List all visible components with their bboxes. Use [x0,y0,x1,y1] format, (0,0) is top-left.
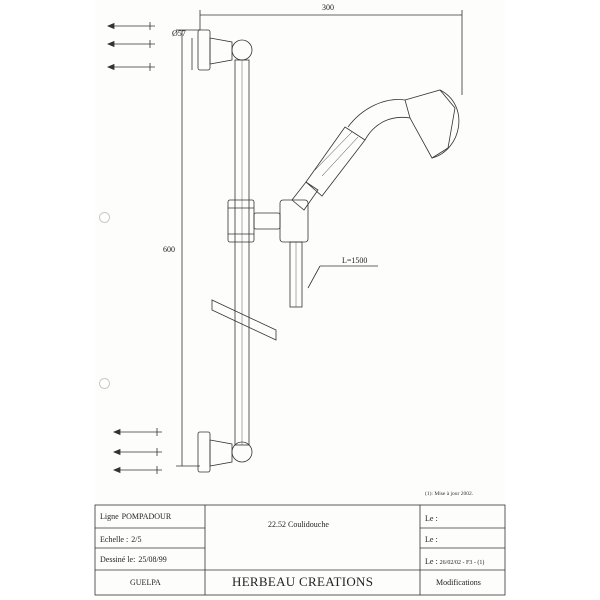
product-title: 22.52 Coulidouche [268,520,329,529]
scale-value: 2/5 [131,535,142,544]
drawing-sheet [95,0,505,600]
dimension-hose-length: L=1500 [342,256,368,265]
wall-bracket-bottom [197,431,253,473]
dimension-width: 300 [322,3,334,12]
scale-field: Echelle :2/5 [100,535,141,544]
dimension-diameter: Ø57 [172,29,186,38]
drawn-label: Dessiné le: [100,555,136,564]
scale-label: Echelle : [100,535,129,544]
wall-screws-bottom [112,428,162,474]
revision-le-3-value: 26/02/02 - F3 - (1) [439,560,485,566]
modifications-label: Modifications [436,578,481,587]
binder-hole-top [99,212,110,223]
dimension-lines [176,10,463,467]
revision-le-1: Le : [425,514,438,523]
drawn-field: Dessiné le:25/08/99 [100,555,167,564]
dimension-height: 600 [163,245,175,254]
revision-le-3-label: Le : [425,557,438,566]
shower-hose [289,241,378,308]
company-name: HERBEAU CREATIONS [232,574,374,589]
author: GUELPA [130,578,161,587]
diagonal-shelf [211,299,277,341]
drawn-value: 25/08/99 [138,555,167,564]
wall-bracket-top [197,29,253,71]
slide-bar [234,59,250,446]
revision-le-3: Le :26/02/02 - F3 - (1) [425,557,484,566]
shower-handset [291,89,460,211]
line-value: POMPADOUR [121,512,172,521]
line-label: Ligne [100,512,119,521]
update-note: (1): Mise à jour 2002. [425,491,474,497]
binder-hole-bottom [99,378,110,389]
slider-holder [227,199,309,243]
title-block-frame [94,504,506,596]
revision-le-2: Le : [425,535,438,544]
wall-screws-top [106,22,155,71]
